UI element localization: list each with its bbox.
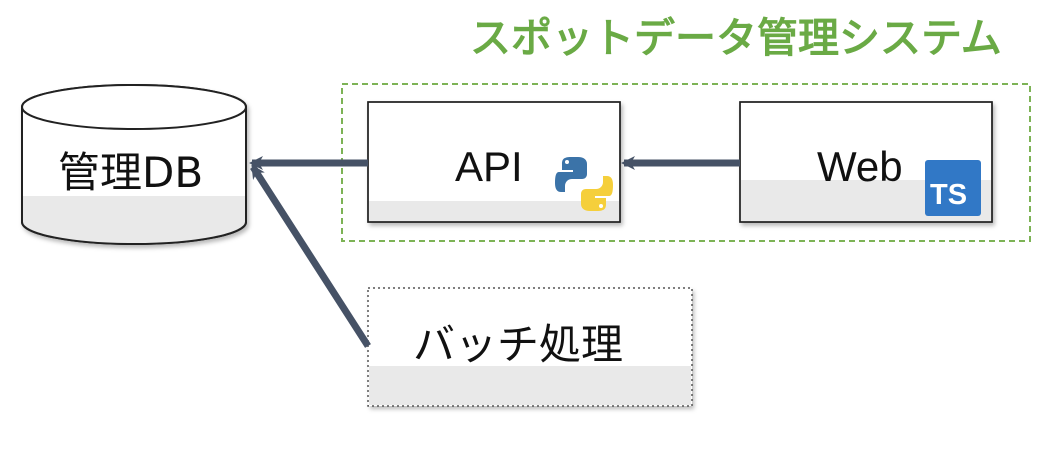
batch-box[interactable] bbox=[367, 287, 693, 407]
db-footer-band bbox=[22, 196, 246, 244]
db-label: 管理DB bbox=[58, 148, 204, 197]
typescript-logo-icon bbox=[925, 160, 981, 216]
batch-label: バッチ処理 bbox=[413, 320, 624, 369]
db-outline bbox=[21, 107, 247, 245]
python-logo-icon bbox=[555, 157, 613, 211]
web-label: Web bbox=[817, 143, 903, 190]
ts-badge-text: TS bbox=[930, 179, 968, 211]
db-top-ellipse bbox=[21, 84, 247, 130]
system-title: スポットデータ管理システム bbox=[470, 14, 1002, 62]
arrow-batch-to-db bbox=[250, 164, 371, 348]
api-label: API bbox=[455, 143, 523, 190]
